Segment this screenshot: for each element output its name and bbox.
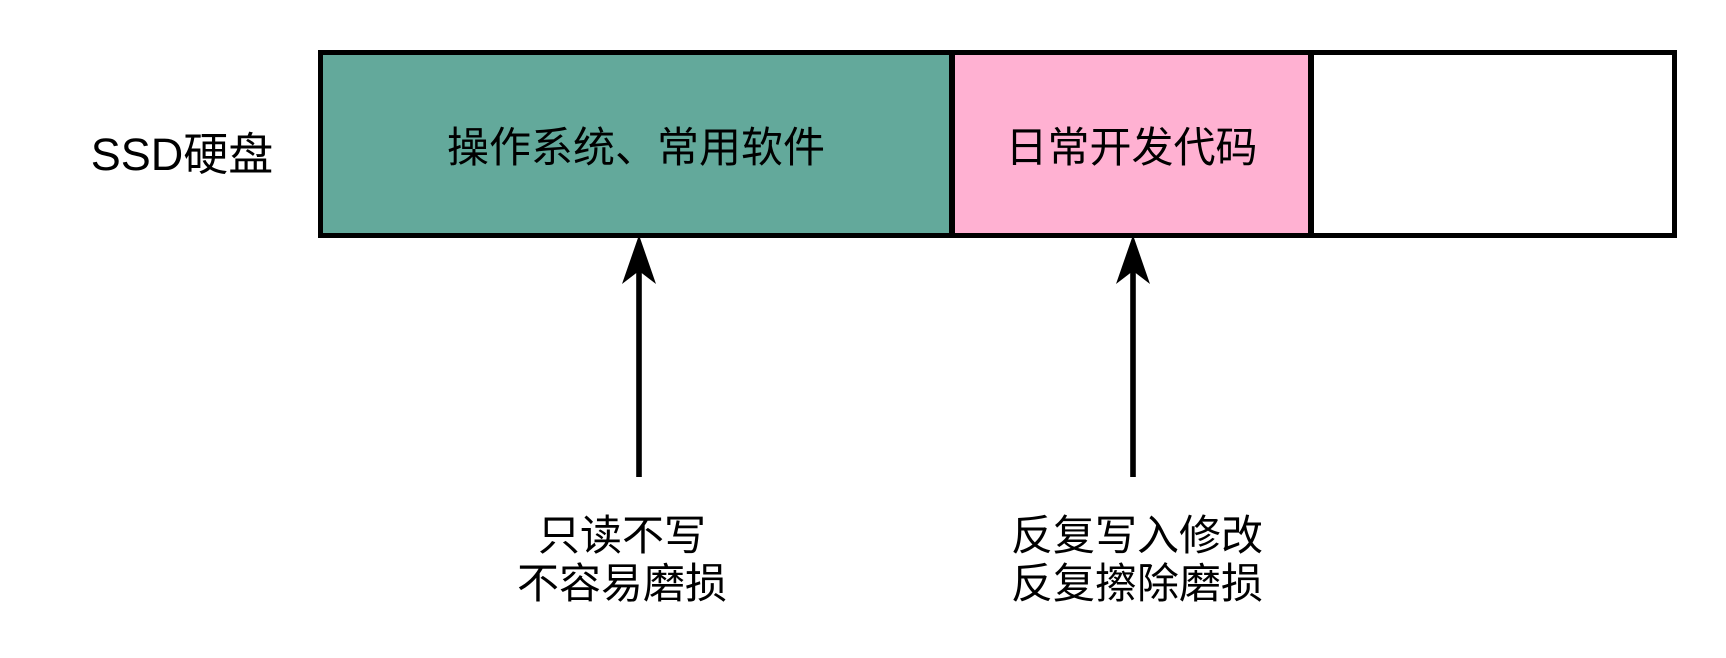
segment-os-software-label: 操作系统、常用软件 [446,123,825,171]
annotation-rewrite-wear-line2: 反复擦除磨损 [1010,560,1263,607]
segment-dev-code-label: 日常开发代码 [1005,123,1258,171]
up-arrow-os-icon [622,235,656,477]
up-arrow-dev-icon [1116,235,1150,477]
annotation-read-only: 只读不写 不容易磨损 [412,512,832,608]
disk-label: SSD硬盘 [90,129,274,180]
segment-free-space [1314,55,1672,233]
ssd-bar: 操作系统、常用软件 日常开发代码 [318,50,1677,238]
annotation-rewrite-wear: 反复写入修改 反复擦除磨损 [927,512,1347,608]
annotation-read-only-line2: 不容易磨损 [516,560,727,607]
segment-os-software: 操作系统、常用软件 [323,55,955,233]
annotation-read-only-line1: 只读不写 [537,512,706,559]
segment-dev-code: 日常开发代码 [955,55,1314,233]
annotation-rewrite-wear-line1: 反复写入修改 [1010,512,1263,559]
